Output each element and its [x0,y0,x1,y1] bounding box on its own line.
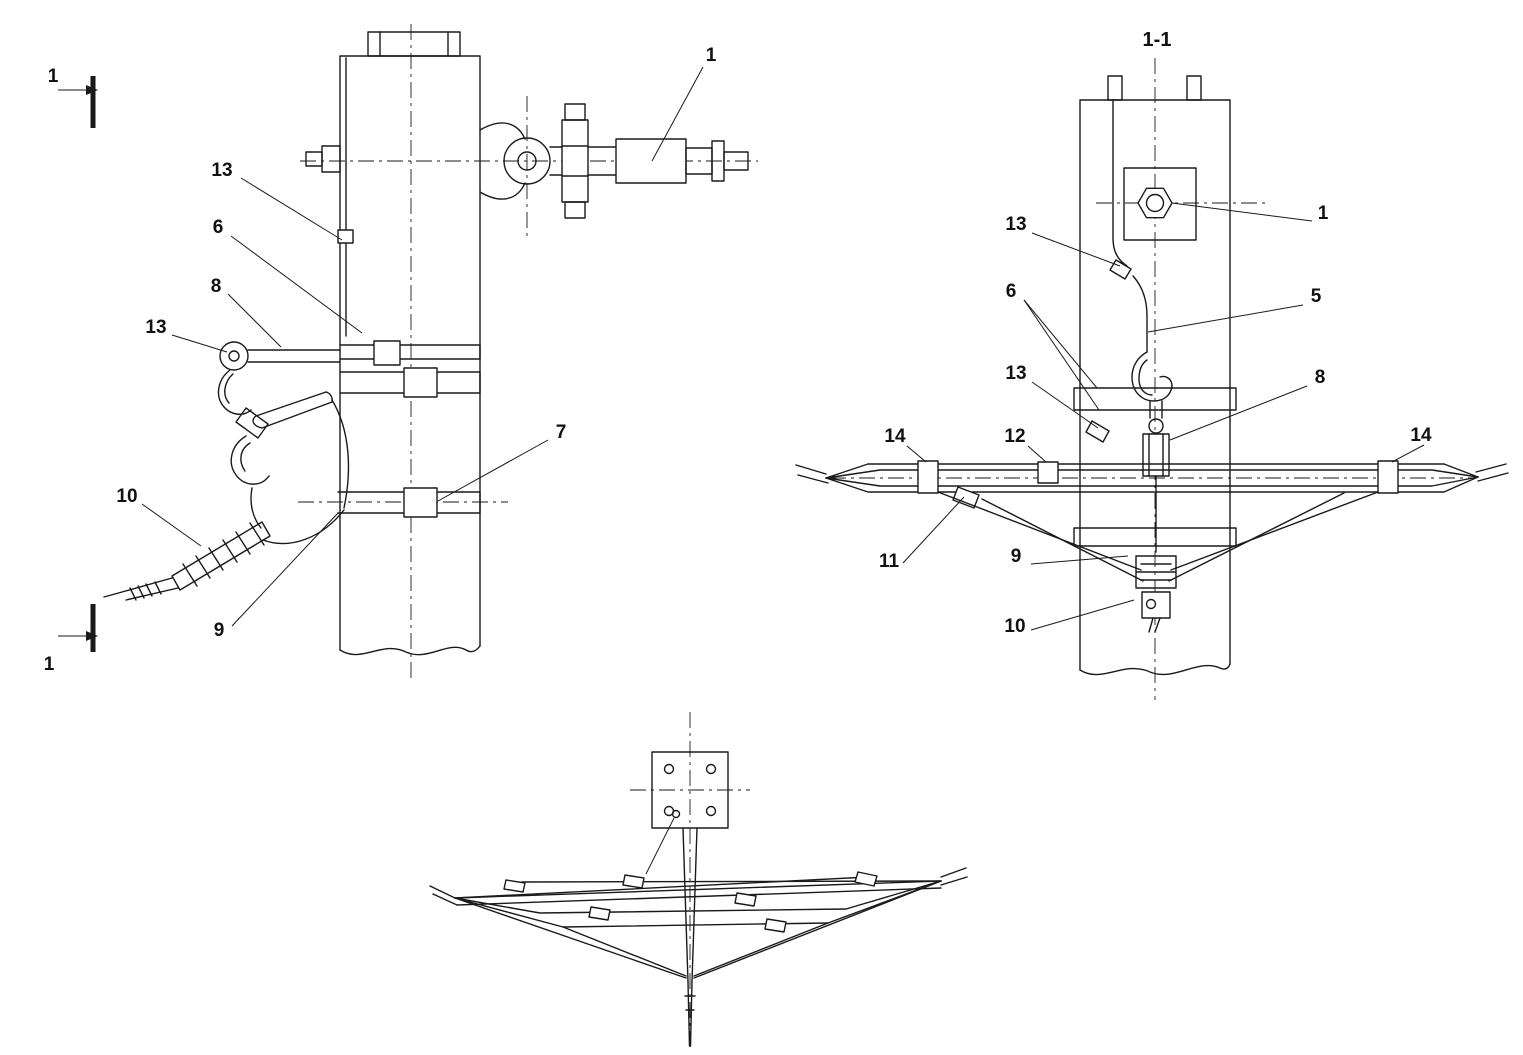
wing-wires [429,867,968,979]
callout-wire-clip: 13 [211,160,232,181]
left-elevation-view: 1 1 1 13 6 8 13 10 9 7 [44,24,758,682]
stay-wires [937,491,1379,582]
hex-bolt-head [1137,187,1173,219]
anchor-plate-and-bolt [1123,167,1197,241]
clamp [622,874,645,889]
callout-suspension-hook: 8 [1315,367,1326,388]
lower-pole-band [337,487,481,518]
callout-upper-band-right: 6 [1006,281,1017,302]
clamp-12 [1037,461,1059,484]
wire-clip-13-upper [1109,259,1132,280]
insulator-left [103,521,271,601]
strain-clamp-assembly [479,103,749,219]
callout-outer-clamp-right: 14 [1410,425,1432,446]
callout-jumper-wire: 9 [214,620,225,641]
insulator-stack [1135,475,1177,633]
callout-stay-clamp: 11 [879,551,900,572]
section-label-bottom: 1 [44,654,55,675]
clamp [854,871,878,887]
callout-down-wire: 5 [1311,286,1322,307]
callout-lower-clip: 13 [1005,363,1026,384]
section-arrow-top [86,85,98,95]
pole-bands-right [1073,387,1237,547]
callout-labels-right: 1 13 6 5 13 8 14 12 14 11 9 10 [879,203,1432,637]
callout-labels-left: 1 13 6 8 13 10 9 7 [116,45,716,641]
callout-support-hook: 8 [211,276,222,297]
callout-inner-clamp: 12 [1004,426,1025,447]
pole-side-bolt [305,145,341,173]
suspension-curves [250,487,345,545]
callout-upper-band: 6 [213,217,224,238]
clamp-11 [952,486,980,509]
base-plate [645,751,729,875]
suspension-hook-assembly [1131,351,1173,477]
clamp [764,918,787,933]
callout-wire-clip-right: 13 [1005,214,1026,235]
eye-ring [219,341,249,371]
clamp [588,906,611,921]
tapered-pole-tip [682,827,698,1047]
centerlines-left [298,24,758,682]
callout-anchor-bolt: 1 [1318,203,1329,224]
section-label-top: 1 [48,66,59,87]
clamp [734,892,757,907]
callout-lower-band-bolt: 7 [556,422,567,443]
upper-pole-bands [247,340,481,398]
crossarm [795,463,1509,493]
callout-outer-clamp-left: 14 [884,426,906,447]
section-view-title: 1-1 [1143,29,1172,51]
clamp-14-left [917,460,939,494]
band-bolt-7 [403,487,438,518]
hook-and-chain [217,369,350,509]
bolt-hole [663,763,675,775]
wire-clamps-bottom [503,871,878,933]
wire-clip-13-lower [1085,420,1110,443]
callout-insulator-right: 10 [1004,616,1025,637]
callout-strain-clamp: 1 [706,45,717,66]
callout-leaders-left [141,66,704,627]
clamp-14-right [1377,460,1399,494]
section-view-1-1: 1-1 [795,29,1509,700]
bolt-hole [705,805,717,817]
section-cut-marks: 1 1 [44,66,98,675]
crossarm-clamps [917,420,1399,509]
bottom-plan-view [429,712,968,1052]
callout-jumper-wire-right: 9 [1011,546,1022,567]
callout-insulator: 10 [116,486,137,507]
section-arrow-bottom [86,631,98,641]
clamp [503,879,526,893]
callout-eye-ring: 13 [145,317,166,338]
pole-left [339,31,481,656]
down-wire-right [1109,99,1148,353]
wire-clip-13 [337,229,354,244]
callout-leaders-right [902,202,1425,631]
bolt-hole [705,763,717,775]
